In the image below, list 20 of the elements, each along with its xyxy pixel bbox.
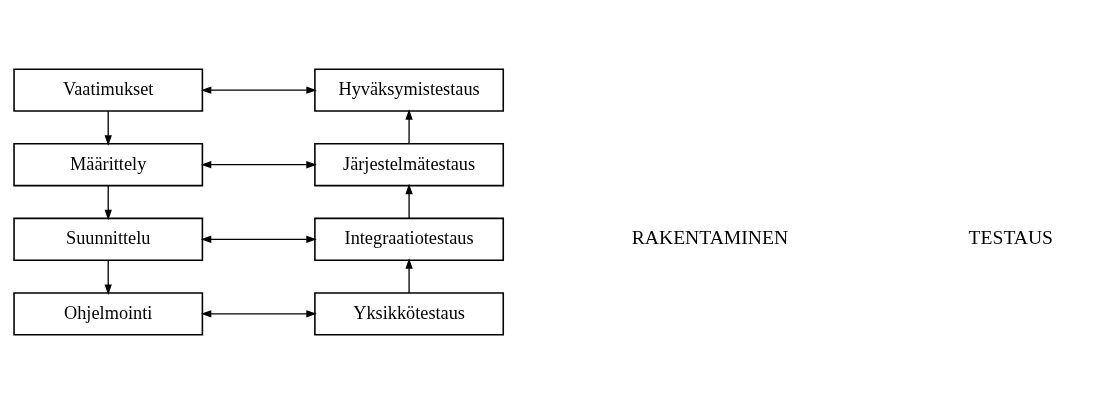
arrow: [200, 309, 317, 317]
node-box: Integraatiotestaus: [314, 217, 505, 261]
node-box: Määrittely: [13, 142, 204, 186]
arrow: [200, 86, 317, 94]
node-box: Ohjelmointi: [13, 291, 204, 336]
arrow: [405, 108, 413, 144]
arrow: [104, 109, 112, 146]
arrow: [405, 183, 413, 219]
node-box: Hyväksymistestaus: [314, 67, 505, 112]
arrow: [200, 235, 317, 243]
arrow: [200, 160, 317, 168]
node-box: Yksikkötestaus: [314, 291, 505, 336]
node-box: Suunnittelu: [13, 217, 204, 261]
arrow: [104, 259, 112, 295]
node-box: Vaatimukset: [13, 67, 204, 112]
label: TESTAUS: [968, 226, 1054, 248]
arrow: [405, 257, 413, 294]
label: RAKENTAMINEN: [631, 226, 789, 248]
node-box: Järjestelmätestaus: [314, 142, 505, 186]
arrow: [104, 184, 112, 220]
